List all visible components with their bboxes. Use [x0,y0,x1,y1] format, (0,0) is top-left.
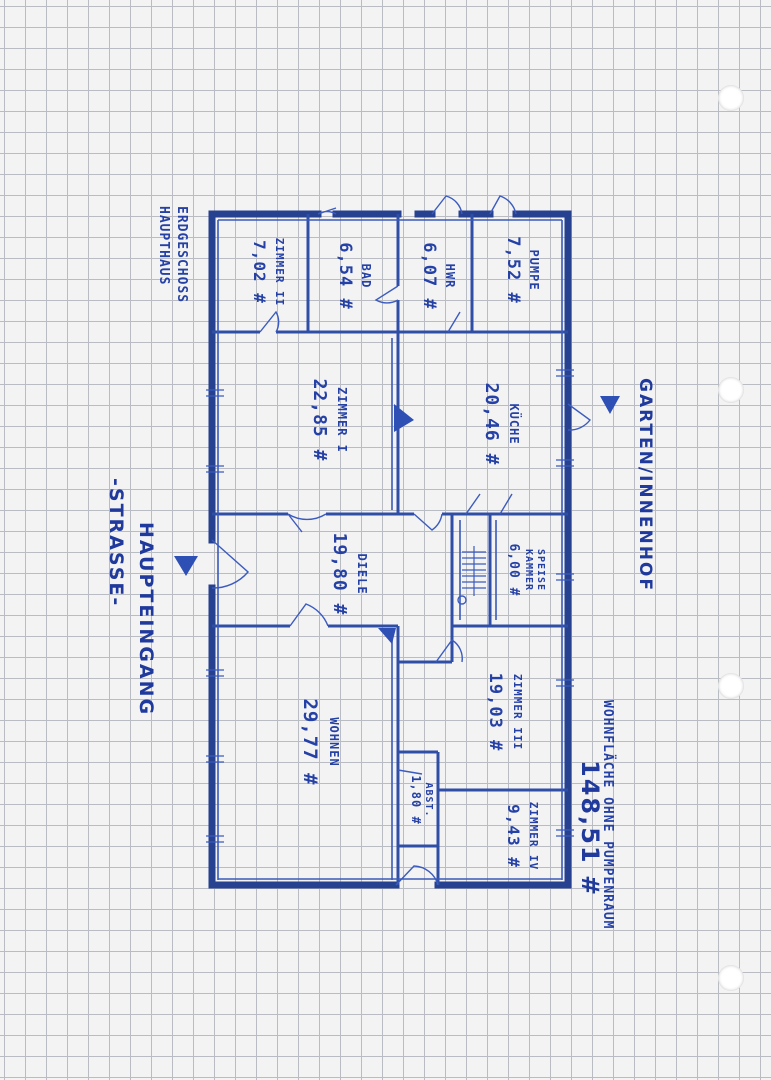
living-area-label: WOHNFLÄCHE OHNE PUMPENRAUM [600,700,616,930]
room-zimmer4: ZIMMER IV 9,43 # [504,802,540,871]
room-name: BAD [359,264,373,289]
window-marks [206,369,574,843]
room-name: WOHNEN [327,717,341,766]
street-label: -STRASSE- [105,478,127,607]
room-area: 1,80 # [409,775,423,824]
room-area: 6,54 # [335,242,355,309]
room-hwr: HWR 6,07 # [419,242,457,309]
room-name: ZIMMER I [335,387,349,453]
room-name: PUMPE [527,249,541,290]
room-area: 19,80 # [329,533,350,616]
room-area: 7,02 # [250,240,269,304]
room-name: HWR [443,264,457,289]
room-zimmer1: ZIMMER I 22,85 # [309,379,349,462]
room-area: 20,46 # [481,383,502,466]
sheet-title-line-1: ERDGESCHOSS [174,206,189,303]
room-area: 29,77 # [299,698,321,785]
sheet-title-line-2: HAUPTHAUS [156,206,171,285]
sheet-annotations: ERDGESCHOSS HAUPTHAUS GARTEN/INNENHOF HA… [105,206,655,930]
stair [457,546,486,605]
room-area: 6,07 # [419,242,439,309]
punch-hole-4 [718,965,744,991]
room-name-line-2: KAMMER [523,549,534,591]
room-zimmer2: ZIMMER II 7,02 # [250,238,286,307]
svg-text:GARTEN/INNENHOF: GARTEN/INNENHOF [635,378,655,592]
room-bad: BAD 6,54 # [335,242,373,309]
interior-walls [212,214,568,885]
room-name: ZIMMER II [273,238,286,307]
room-name: ZIMMER IV [527,802,540,871]
room-pumpe: PUMPE 7,52 # [503,236,541,303]
door-swings [211,195,591,886]
room-name: KÜCHE [507,403,522,444]
room-kueche: KÜCHE 20,46 # [481,383,522,466]
room-diele: DIELE 19,80 # [329,533,369,616]
punch-hole-1 [718,85,744,111]
room-area: 22,85 # [309,379,330,462]
room-abstell: ABST. 1,80 # [409,775,434,824]
entrance-label: HAUPTEINGANG [135,522,157,716]
svg-text:HAUPTEINGANG: HAUPTEINGANG [135,522,157,716]
room-zimmer3: ZIMMER III 19,03 # [485,673,524,752]
garden-label: GARTEN/INNENHOF [635,378,655,592]
punch-hole-2 [718,377,744,403]
svg-text:148,51 #: 148,51 # [576,760,604,897]
living-area-value: 148,51 # [576,760,604,897]
sheet-title: ERDGESCHOSS HAUPTHAUS [156,206,189,303]
svg-text:-STRASSE-: -STRASSE- [105,478,127,607]
room-labels: PUMPE 7,52 # HWR 6,07 # BAD 6,54 # ZIMME… [250,236,546,870]
room-area: 6,00 # [506,544,521,597]
svg-text:WOHNFLÄCHE OHNE PUMPENRAUM: WOHNFLÄCHE OHNE PUMPENRAUM [600,700,616,930]
markers [174,396,620,644]
room-name-line-1: SPEISE [535,549,546,591]
room-area: 19,03 # [485,673,505,752]
room-area: 7,52 # [503,236,523,303]
punch-hole-3 [718,673,744,699]
room-name: ZIMMER III [511,674,524,750]
room-area: 9,43 # [504,804,523,868]
room-name: DIELE [355,553,369,594]
wall-thickness-lines [217,219,563,880]
room-wohnen: WOHNEN 29,77 # [299,698,341,785]
room-name: ABST. [423,782,434,817]
room-speisekammer: SPEISE KAMMER 6,00 # [506,544,546,597]
